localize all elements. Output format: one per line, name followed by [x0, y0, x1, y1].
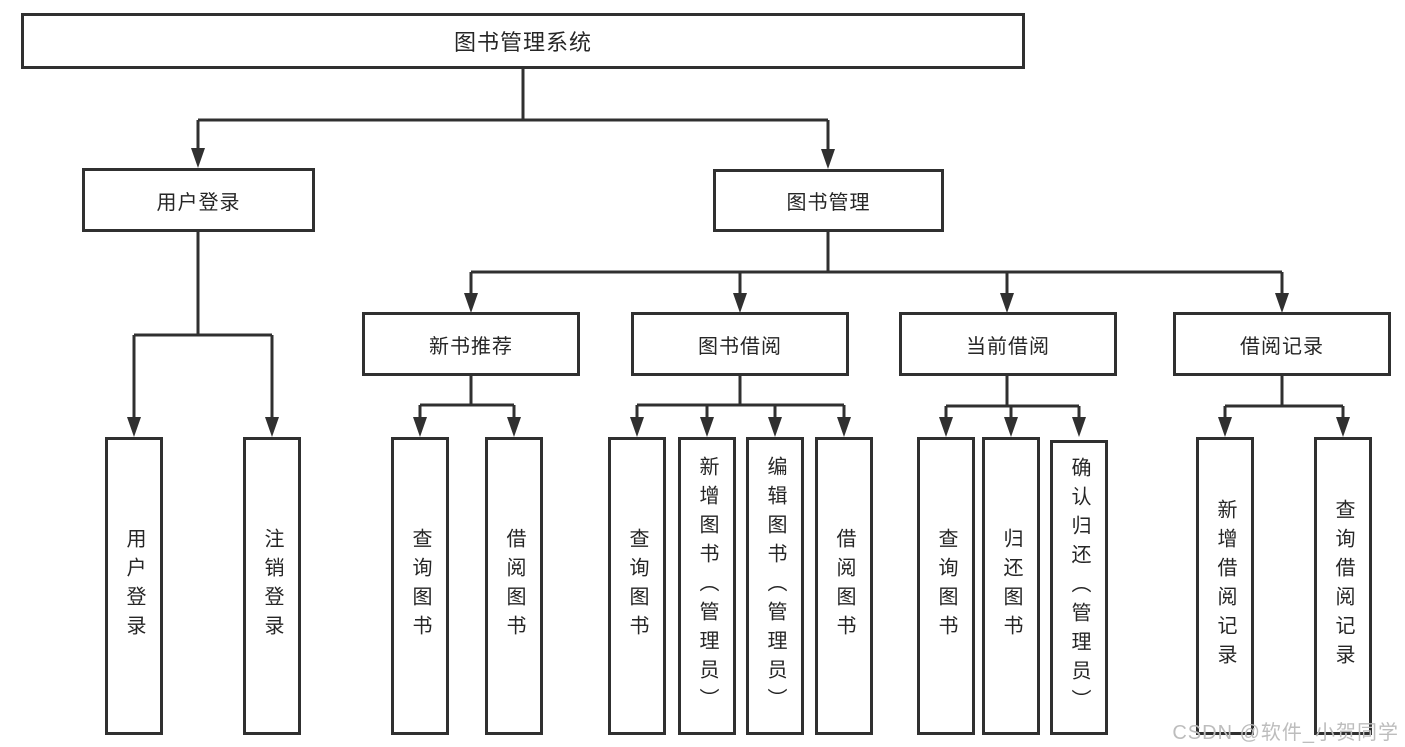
leaf-bb-borrow-book-label: 借阅图书 — [833, 528, 855, 644]
arrow-icon — [630, 417, 644, 437]
leaf-br-query-record-label: 查询借阅记录 — [1332, 499, 1354, 673]
arrow-icon — [1004, 417, 1018, 437]
node-borrow-records: 借阅记录 — [1173, 312, 1391, 376]
node-user-login: 用户登录 — [82, 168, 315, 232]
node-library-system: 图书管理系统 — [21, 13, 1025, 69]
arrow-icon — [700, 417, 714, 437]
arrow-icon — [1336, 417, 1350, 437]
leaf-bb-query-book-label: 查询图书 — [626, 528, 648, 644]
leaf-br-query-record: 查询借阅记录 — [1314, 437, 1372, 735]
arrow-icon — [1000, 293, 1014, 313]
leaf-cb-query-book-label: 查询图书 — [935, 528, 957, 644]
connector-borrow-records — [1223, 376, 1345, 421]
leaf-br-add-record: 新增借阅记录 — [1196, 437, 1254, 735]
arrow-icon — [837, 417, 851, 437]
leaf-logout-label: 注销登录 — [261, 528, 283, 644]
arrow-icon — [1275, 293, 1289, 313]
leaf-bb-add-book-admin-label: 新增图书（管理员） — [696, 455, 718, 717]
arrow-icon — [768, 417, 782, 437]
connector-user-login — [132, 232, 274, 421]
leaf-bb-edit-book-admin: 编辑图书（管理员） — [746, 437, 804, 735]
arrow-icon — [413, 417, 427, 437]
arrow-icon — [1218, 417, 1232, 437]
arrow-icon — [1072, 417, 1086, 437]
arrow-icon — [821, 149, 835, 169]
csdn-watermark: CSDN @软件_小贺同学 — [1172, 722, 1399, 744]
arrow-icon — [939, 417, 953, 437]
leaf-cb-confirm-return-admin-label: 确认归还（管理员） — [1068, 457, 1090, 718]
connector-book-borrow — [635, 376, 846, 421]
connector-new-book-recommend — [418, 376, 516, 421]
leaf-rec-borrow-book: 借阅图书 — [485, 437, 543, 735]
leaf-user-login-label: 用户登录 — [123, 528, 145, 644]
leaf-bb-edit-book-admin-label: 编辑图书（管理员） — [764, 455, 786, 717]
leaf-rec-query-book-label: 查询图书 — [409, 528, 431, 644]
leaf-rec-query-book: 查询图书 — [391, 437, 449, 735]
connector-book-management — [469, 232, 1284, 297]
leaf-bb-borrow-book: 借阅图书 — [815, 437, 873, 735]
arrow-icon — [464, 293, 478, 313]
node-current-borrow: 当前借阅 — [899, 312, 1117, 376]
node-new-book-recommend: 新书推荐 — [362, 312, 580, 376]
arrow-icon — [191, 148, 205, 168]
leaf-cb-return-book-label: 归还图书 — [1000, 528, 1022, 644]
leaf-bb-query-book: 查询图书 — [608, 437, 666, 735]
leaf-cb-return-book: 归还图书 — [982, 437, 1040, 735]
leaf-cb-query-book: 查询图书 — [917, 437, 975, 735]
leaf-user-login: 用户登录 — [105, 437, 163, 735]
arrow-icon — [127, 417, 141, 437]
leaf-br-add-record-label: 新增借阅记录 — [1214, 499, 1236, 673]
connector-root — [196, 69, 830, 153]
arrow-icon — [733, 293, 747, 313]
arrow-icon — [507, 417, 521, 437]
connector-current-borrow — [944, 376, 1081, 421]
leaf-rec-borrow-book-label: 借阅图书 — [503, 528, 525, 644]
leaf-logout: 注销登录 — [243, 437, 301, 735]
node-book-management: 图书管理 — [713, 169, 944, 232]
leaf-cb-confirm-return-admin: 确认归还（管理员） — [1050, 440, 1108, 735]
node-book-borrow: 图书借阅 — [631, 312, 849, 376]
leaf-bb-add-book-admin: 新增图书（管理员） — [678, 437, 736, 735]
arrow-icon — [265, 417, 279, 437]
